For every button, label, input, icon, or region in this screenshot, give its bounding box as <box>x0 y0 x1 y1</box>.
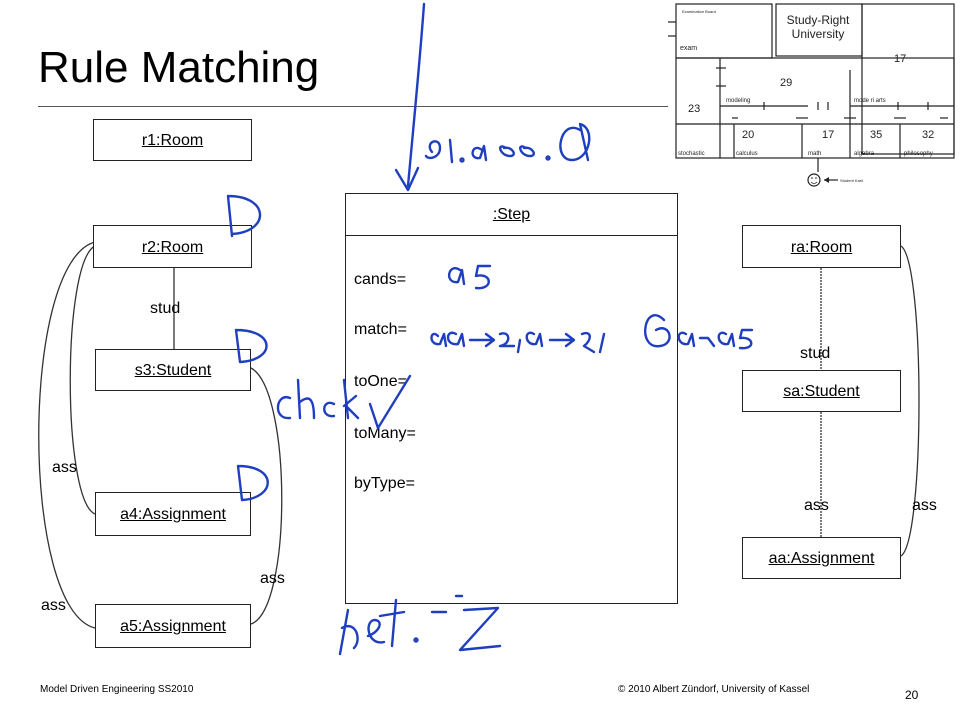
step-object: :Step cands= match= toOne= toMany= byTyp… <box>345 193 678 604</box>
map-num-17-top: 17 <box>894 53 906 65</box>
object-s3-student: s3:Student <box>95 349 251 391</box>
step-title: :Step <box>346 194 677 236</box>
page-number: 20 <box>905 688 919 702</box>
step-attr-toone: toOne= <box>354 373 407 390</box>
label-ass-s3-a5: ass <box>260 570 285 587</box>
map-num-32: 32 <box>922 129 934 141</box>
step-attr-bytype: byType= <box>354 475 415 492</box>
map-label-philosophy: philosophy <box>904 151 933 157</box>
map-label-exam: exam <box>680 45 697 52</box>
map-num-35: 35 <box>870 129 882 141</box>
map-label-modeling: modeling <box>726 98 750 104</box>
link-ass-r2-a4 <box>69 245 96 515</box>
campus-map-thumbnail: Examination Board exam Study-Right Unive… <box>668 3 955 187</box>
label-stud-right: stud <box>800 345 831 362</box>
map-label-math: math <box>808 151 821 157</box>
map-label-stochastic: stochastic <box>678 151 705 157</box>
map-num-29: 29 <box>780 77 792 89</box>
map-label-university-1: Study-Right <box>787 13 850 27</box>
map-label-exam-board: Examination Board <box>682 9 716 14</box>
link-ass-s3-a5 <box>250 367 283 625</box>
footer-course: Model Driven Engineering SS2010 <box>40 684 194 695</box>
step-attr-tomany: toMany= <box>354 425 416 442</box>
handwritten-arrow <box>406 2 426 188</box>
label-stud-left: stud <box>150 300 181 317</box>
object-ra-room: ra:Room <box>742 225 901 268</box>
label-ass-left-a5: ass <box>41 597 66 614</box>
map-num-20: 20 <box>742 129 754 141</box>
footer-copyright: © 2010 Albert Zündorf, University of Kas… <box>618 684 810 695</box>
map-label-algebra: algebra <box>854 151 875 157</box>
step-attr-cands: cands= <box>354 271 407 288</box>
map-num-17-mid: 17 <box>822 129 834 141</box>
object-sa-student: sa:Student <box>742 370 901 412</box>
map-lower-frame <box>675 57 955 159</box>
step-attr-match: match= <box>354 321 407 338</box>
object-r2-room: r2:Room <box>93 225 252 268</box>
link-ass-r2-a5 <box>38 241 96 629</box>
label-ass-right-outer: ass <box>912 497 937 514</box>
title-divider <box>38 106 668 107</box>
object-aa-assignment: aa:Assignment <box>742 537 901 579</box>
object-a4-assignment: a4:Assignment <box>95 492 251 536</box>
map-label-calculus: calculus <box>736 151 758 157</box>
slide-title: Rule Matching <box>38 43 320 92</box>
map-num-23: 23 <box>688 103 700 115</box>
map-label-university-2: University <box>792 27 845 41</box>
link-ass-ra-aa <box>900 245 920 557</box>
map-student-smiley-icon <box>807 173 821 187</box>
label-ass-right-inner: ass <box>804 497 829 514</box>
label-ass-left-a4: ass <box>52 459 77 476</box>
map-label-student-karli: Student Karli <box>840 178 863 183</box>
map-label-model-narts: mode ri arts <box>854 98 886 104</box>
object-r1-room: r1:Room <box>93 119 252 161</box>
object-a5-assignment: a5:Assignment <box>95 604 251 648</box>
